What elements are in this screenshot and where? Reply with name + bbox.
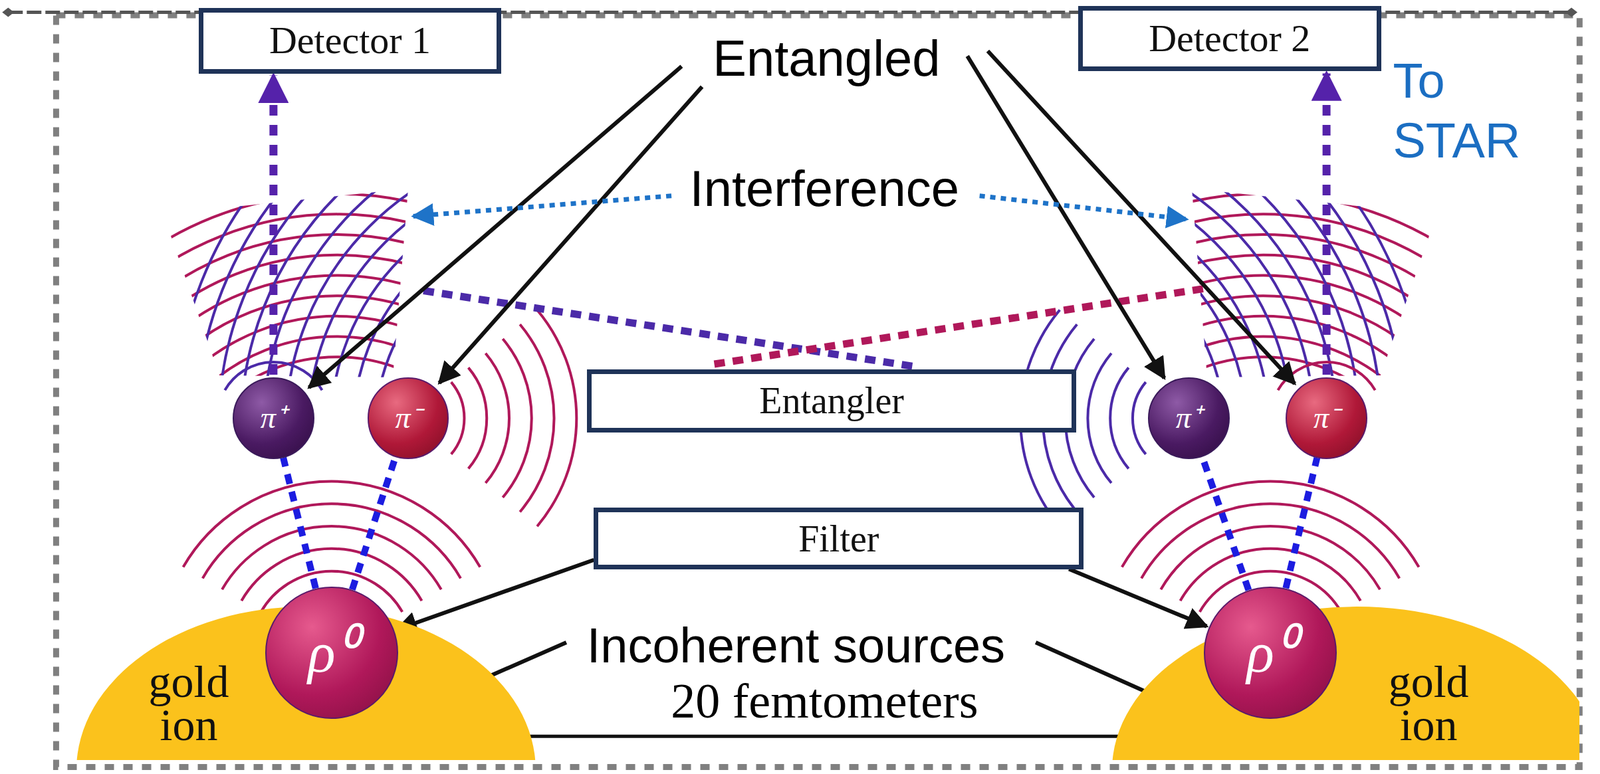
leader-arrow [987,51,1295,385]
box-label: Filter [798,520,879,558]
decay-line [1202,456,1250,591]
frame-end-diamond [1565,7,1578,17]
wavefront-red [1160,526,1380,590]
wavefront-red [485,353,510,484]
box-label: Detector 2 [1148,19,1311,58]
pion-minus: π⁻ [1285,377,1368,460]
pion-plus: π⁺ [1147,377,1230,460]
particle-label: π⁺ [260,402,287,434]
detector-box: Detector 1 [198,7,502,74]
particle-label: π⁺ [1175,402,1202,434]
wavefront-red [61,255,613,774]
wavefront-red [519,324,554,512]
callout-label: Entangled [712,30,940,87]
rho-meson: ρ⁰ [1203,586,1337,720]
wavefront-red [40,234,633,774]
box-label: Entangler [759,382,905,420]
filter-arrow [396,560,595,631]
box-label: Detector 1 [269,21,431,60]
detection-arrow [1322,73,1331,375]
wavefront-red [0,194,674,774]
detection-arrow [269,75,278,375]
wavefront-red [183,481,481,568]
callout-label: Incoherent sources [586,618,1006,673]
pion-plus: π⁺ [232,377,315,460]
decay-line [352,457,396,591]
particle-label: π⁻ [1313,402,1340,434]
wavefront-red [202,503,461,579]
particle-label: ρ⁰ [1247,624,1295,682]
leader-arrow [439,86,702,383]
leader-arrow [309,66,683,388]
dimension-label: 20 femtometers [670,674,978,729]
wavefront-red [502,339,532,498]
wavefront-purple [1132,382,1146,455]
gold-ion: gold ion [1112,606,1580,760]
pion-path-purple [423,290,919,367]
interference-arrow [413,196,672,217]
wavefront-red [1122,481,1420,568]
wavefront-red [537,310,577,528]
particle-label: π⁻ [395,402,422,434]
wavefront-purple [1110,367,1129,469]
interference-arrow [979,196,1188,220]
wavefront-red [1028,295,1498,766]
filter-box: Filter [593,507,1084,570]
wavefront-red [468,367,488,469]
decay-line [283,457,316,589]
destination-label: To STAR [1392,51,1521,172]
pion-minus: π⁻ [367,377,450,460]
wavefront-red [1141,503,1400,579]
wavefront-red [222,526,442,590]
leader-arrow [967,55,1164,379]
gold-ion-shape [1112,606,1580,760]
ion-label: gold ion [148,661,230,748]
particle-label: ρ⁰ [307,624,355,682]
filter-arrow [1068,569,1207,627]
wavefront-red [20,214,654,774]
ion-label: gold ion [1388,661,1470,748]
frame-end-diamond [1,7,14,17]
callout-label: Interference [689,160,960,217]
rho-meson: ρ⁰ [265,586,399,720]
wavefront-red [81,275,593,774]
gold-ion-body [1112,606,1580,760]
detector-box: Detector 2 [1078,5,1382,72]
wavefront-red [451,382,465,455]
entangler-box: Entangler [586,369,1077,433]
decay-line [1285,457,1317,589]
wavefront-purple [1087,353,1112,484]
